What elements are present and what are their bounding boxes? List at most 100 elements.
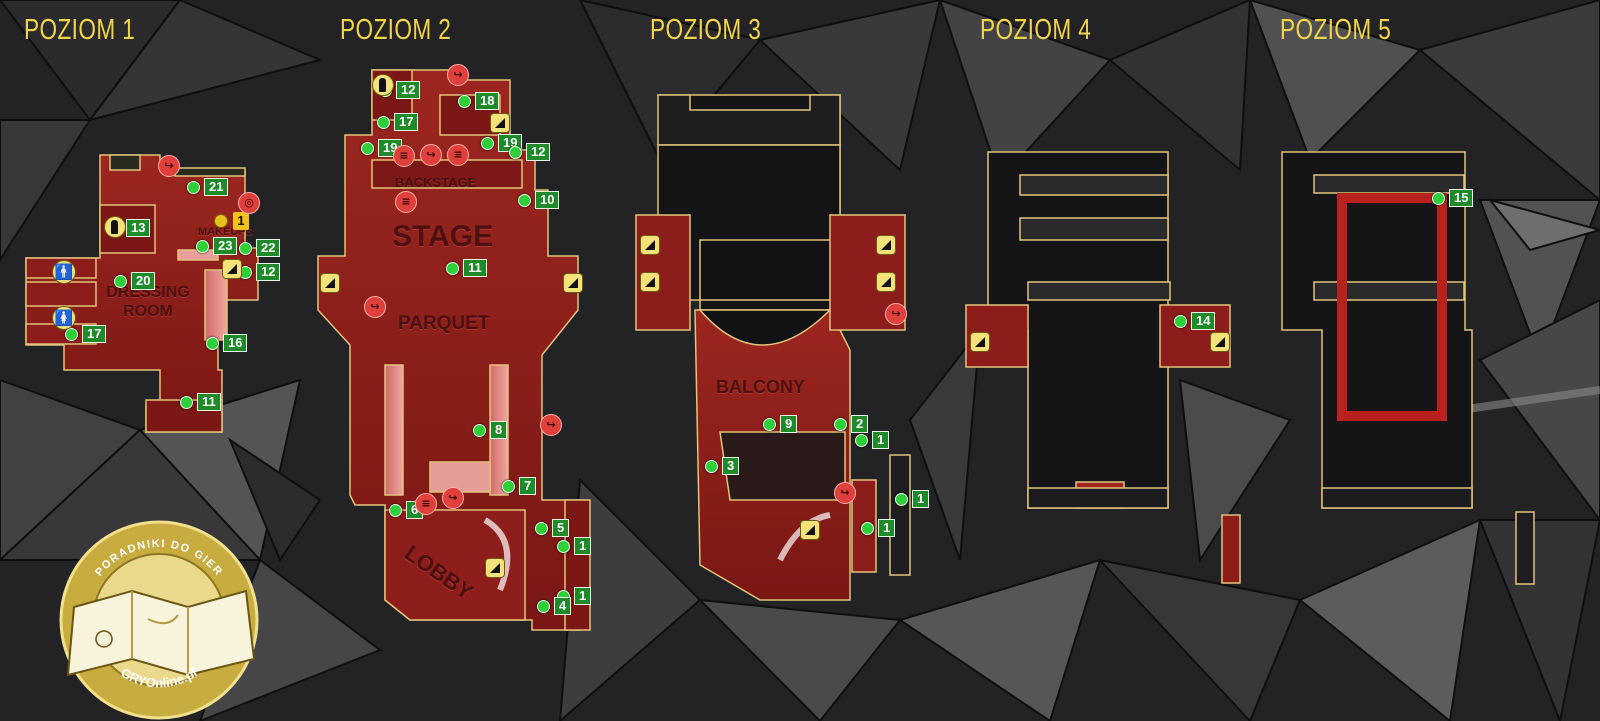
level-title-3: POZIOM 3 [650, 14, 762, 46]
map-marker[interactable]: 1 [557, 537, 592, 555]
marker-dot [834, 417, 847, 431]
map-marker[interactable]: 21 [187, 178, 229, 196]
marker-dot [458, 94, 471, 108]
marker-dot [518, 193, 531, 207]
map-marker[interactable]: 20 [114, 272, 156, 290]
marker-dot [187, 180, 200, 194]
marker-label: 20 [131, 272, 156, 290]
quest-marker[interactable]: 1 [233, 212, 249, 230]
level-title-1: POZIOM 1 [24, 14, 136, 46]
map-marker[interactable]: 9 [763, 415, 798, 433]
marker-dot [114, 274, 127, 288]
gryonline-logo: PORADNIKI DO GIER GRYOnline.pl [59, 520, 259, 720]
marker-dot [509, 145, 522, 159]
person-icon: 🚺 [52, 306, 76, 330]
map-marker[interactable]: 23 [196, 237, 238, 255]
marker-label: 1 [912, 490, 930, 508]
marker-dot [557, 539, 570, 553]
stairs-icon [563, 273, 583, 293]
marker-dot [861, 521, 874, 535]
map-marker[interactable]: 7 [502, 477, 537, 495]
ladder-icon: ≡ [447, 144, 469, 166]
marker-dot [180, 395, 193, 409]
map-marker[interactable]: 1 [855, 431, 890, 449]
marker-label: 17 [82, 325, 107, 343]
marker-dot [763, 417, 776, 431]
marker-label: 21 [204, 178, 229, 196]
stairs-icon [485, 558, 505, 578]
marker-label: 1 [574, 537, 592, 555]
level-title-2: POZIOM 2 [340, 14, 452, 46]
marker-label: 13 [126, 219, 151, 237]
map-marker[interactable]: 4 [537, 597, 572, 615]
stairs-icon [1210, 332, 1230, 352]
marker-label: 1 [878, 519, 896, 537]
room-label-stage: STAGE [392, 220, 494, 253]
map-marker[interactable]: 18 [458, 92, 500, 110]
marker-dot [361, 141, 374, 155]
marker-label: 8 [490, 421, 508, 439]
marker-dot [855, 433, 868, 447]
room-label-backstage: BACKSTAGE [395, 175, 477, 190]
marker-dot [481, 136, 494, 150]
marker-label: 15 [1449, 189, 1474, 207]
elevator-icon [372, 74, 394, 96]
exit-icon: ↪ [885, 303, 907, 325]
map-marker[interactable]: 3 [705, 457, 740, 475]
marker-label: 14 [1191, 312, 1216, 330]
map-marker[interactable]: 8 [473, 421, 508, 439]
map-marker[interactable]: 17 [65, 325, 107, 343]
room-label-parquet: PARQUET [398, 313, 490, 334]
map-marker[interactable]: 22 [239, 239, 281, 257]
marker-dot [502, 479, 515, 493]
marker-label: 9 [780, 415, 798, 433]
marker-label: 17 [394, 113, 419, 131]
map-marker[interactable]: 1 [861, 519, 896, 537]
marker-label: 18 [475, 92, 500, 110]
map-marker[interactable]: 5 [535, 519, 570, 537]
marker-label: 1 [872, 431, 890, 449]
map-marker[interactable]: 16 [206, 334, 248, 352]
marker-label: 11 [197, 393, 221, 411]
marker-dot [196, 239, 209, 253]
level-2-map [317, 69, 591, 631]
map-marker[interactable]: 10 [518, 191, 560, 209]
stairs-icon [640, 235, 660, 255]
marker-label: 12 [526, 143, 551, 161]
map-marker[interactable]: 14 [1174, 312, 1216, 330]
ladder-icon: ≡ [395, 191, 417, 213]
map-marker[interactable]: 17 [377, 113, 419, 131]
map-marker[interactable]: 2 [834, 415, 869, 433]
stairs-icon [876, 235, 896, 255]
marker-dot [206, 336, 219, 350]
map-marker[interactable]: 1 [895, 490, 930, 508]
map-marker[interactable]: 11 [446, 259, 487, 277]
marker-dot [1174, 314, 1187, 328]
golden-dot-icon [214, 214, 228, 228]
marker-dot [705, 459, 718, 473]
marker-label: 23 [213, 237, 238, 255]
stairs-icon [222, 259, 242, 279]
marker-dot [446, 261, 459, 275]
map-marker[interactable]: 12 [509, 143, 551, 161]
map-marker[interactable]: 11 [180, 393, 221, 411]
map-marker[interactable]: 15 [1432, 189, 1474, 207]
exit-icon: ↪ [442, 487, 464, 509]
marker-label: 2 [851, 415, 869, 433]
marker-label: 4 [554, 597, 572, 615]
marker-label: 10 [535, 191, 560, 209]
map-marker[interactable]: 12 [239, 263, 281, 281]
level-4-map [965, 151, 1241, 584]
level-title-4: POZIOM 4 [980, 14, 1092, 46]
room-label-dressing-1: DRESSING [106, 284, 190, 301]
marker-dot [895, 492, 908, 506]
room-label-balcony: BALCONY [716, 377, 805, 397]
marker-label: 7 [519, 477, 537, 495]
marker-dot [65, 327, 78, 341]
stairs-icon [490, 113, 510, 133]
marker-label: 22 [256, 239, 281, 257]
exit-icon: ↪ [834, 482, 856, 504]
ladder-icon: ≡ [393, 145, 415, 167]
exit-icon: ↪ [364, 296, 386, 318]
exit-icon: ↪ [158, 155, 180, 177]
